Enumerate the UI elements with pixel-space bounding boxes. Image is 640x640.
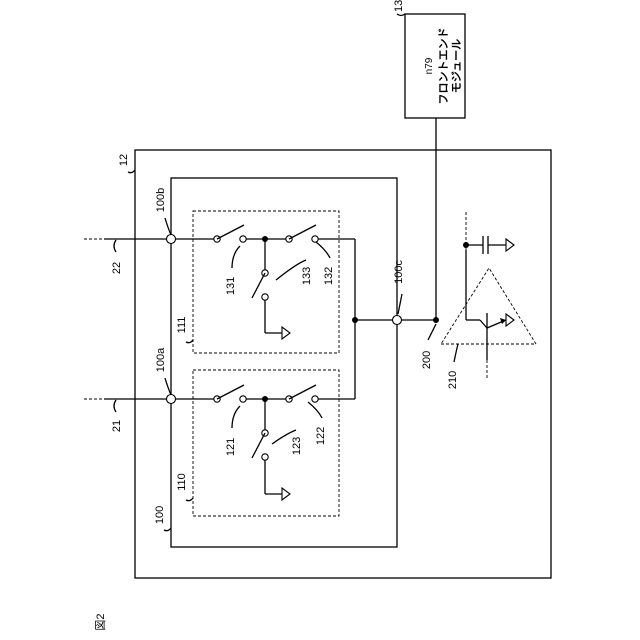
line-200-node (433, 317, 439, 323)
switch-131-terminal-2 (240, 236, 246, 242)
ref-12: 12 (118, 154, 130, 166)
ref-100a: 100a (155, 347, 167, 372)
terminal-100c (393, 316, 402, 325)
ref-133: 133 (301, 267, 313, 285)
ref-210: 210 (447, 371, 459, 389)
ref-123: 123 (291, 437, 303, 455)
leader-121 (232, 406, 240, 428)
switch-133-terminal-2 (262, 294, 268, 300)
leader-100 (164, 528, 171, 531)
leader-12 (128, 170, 135, 173)
front-end-module-text-line1: フロントエンド (437, 28, 450, 105)
ref-13: 13 (393, 0, 405, 12)
leader-122 (308, 402, 322, 418)
ref-100: 100 (154, 506, 166, 524)
switch-121-terminal-2 (240, 396, 246, 402)
leader-131 (232, 246, 240, 268)
ref-100b: 100b (155, 188, 167, 212)
leader-200 (428, 324, 436, 340)
figure-label: 図2 (94, 613, 107, 630)
switch-123-terminal-2 (262, 454, 268, 460)
transistor-collector (480, 320, 487, 328)
ref-22: 22 (111, 262, 123, 274)
ref-111: 111 (176, 317, 188, 334)
ref-110: 110 (176, 473, 188, 491)
leader-13 (397, 14, 405, 16)
leader-22 (114, 240, 116, 252)
ref-121: 121 (225, 438, 237, 456)
leader-132 (316, 242, 330, 258)
switch-122-terminal-2 (312, 396, 318, 402)
leader-110 (186, 498, 193, 501)
ref-131: 131 (225, 277, 237, 295)
ground-icon (506, 314, 514, 326)
switch-132-terminal-2 (312, 236, 318, 242)
ground-icon (282, 327, 290, 339)
front-end-module-band-label: n79 (424, 57, 435, 74)
switch-subblock-111 (193, 211, 339, 353)
ref-21: 21 (111, 420, 123, 432)
amplifier-outline (441, 268, 536, 344)
front-end-module-text-line2: モジュール (450, 39, 463, 93)
leader-210 (454, 344, 458, 362)
ref-132: 132 (323, 267, 335, 285)
leader-100b (165, 218, 171, 235)
terminal-100a (167, 395, 176, 404)
terminal-100b (167, 235, 176, 244)
leader-21 (114, 400, 116, 412)
ground-icon (506, 239, 514, 251)
ref-100c: 100c (393, 260, 405, 284)
leader-100c (398, 294, 402, 314)
module-12-box (135, 150, 551, 578)
ground-icon (282, 488, 290, 500)
leader-111 (186, 340, 193, 343)
ref-200: 200 (421, 351, 433, 369)
ref-122: 122 (315, 427, 327, 445)
leader-100a (165, 378, 171, 395)
